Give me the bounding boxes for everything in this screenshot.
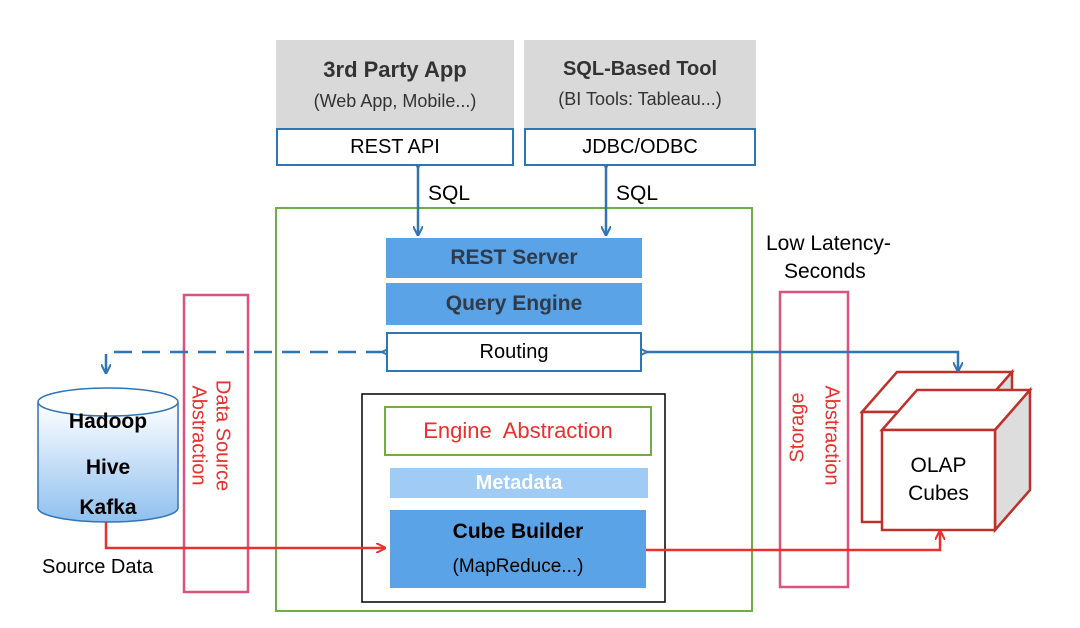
sql-tool-box: SQL-Based Tool (BI Tools: Tableau...) (524, 40, 756, 128)
routing-to-source-arrow (106, 352, 384, 372)
third-party-app-box: 3rd Party App (Web App, Mobile...) (276, 40, 514, 128)
data-source-abstraction-label-2: Abstraction (187, 385, 210, 486)
sql-tool-title: SQL-Based Tool (562, 58, 718, 80)
sql-tool-subtitle: (BI Tools: Tableau...) (558, 89, 722, 109)
sql-label-left: SQL (428, 182, 471, 205)
rest-server-bar: REST Server (386, 238, 642, 278)
metadata-bar: Metadata (390, 468, 648, 498)
data-source-abstraction-label-1: Data Source (211, 379, 234, 492)
routing-box: Routing (386, 332, 642, 372)
source-data-cylinder (37, 387, 179, 523)
builder-to-cubes-arrow (646, 532, 940, 552)
query-engine-bar: Query Engine (386, 283, 642, 325)
source-system-hadoop: Hadoop (68, 410, 148, 433)
cube-builder-title: Cube Builder (452, 520, 584, 543)
third-party-app-title: 3rd Party App (323, 56, 467, 82)
build-engine-box (361, 393, 666, 603)
storage-abstraction-label-1: Storage (786, 392, 809, 463)
data-source-abstraction-box (182, 293, 250, 594)
olap-cubes-label-line2: Cubes (908, 482, 969, 505)
routing-to-cubes-arrow (645, 352, 958, 370)
cube-builder-subtitle: (MapReduce...) (452, 556, 584, 577)
storage-abstraction-label-2: Abstraction (820, 385, 843, 486)
server-boundary (275, 207, 753, 612)
olap-cubes-icon (859, 368, 1033, 534)
engine-abstraction-box: Engine Abstraction (384, 406, 652, 456)
latency-label-line2: Seconds (784, 260, 866, 283)
source-system-kafka: Kafka (79, 496, 137, 519)
rest-api-box: REST API (276, 128, 514, 166)
source-to-builder-arrow (104, 522, 384, 548)
jdbc-odbc-box: JDBC/ODBC (524, 128, 756, 166)
latency-label-line1: Low Latency- (766, 232, 891, 255)
source-system-hive: Hive (85, 456, 131, 479)
sql-label-right: SQL (616, 182, 659, 205)
cube-builder-box: Cube Builder (MapReduce...) (390, 510, 646, 588)
third-party-app-subtitle: (Web App, Mobile...) (313, 90, 477, 111)
olap-cubes-label-line1: OLAP (910, 454, 967, 477)
source-data-caption: Source Data (42, 556, 154, 578)
storage-abstraction-box (778, 290, 850, 589)
